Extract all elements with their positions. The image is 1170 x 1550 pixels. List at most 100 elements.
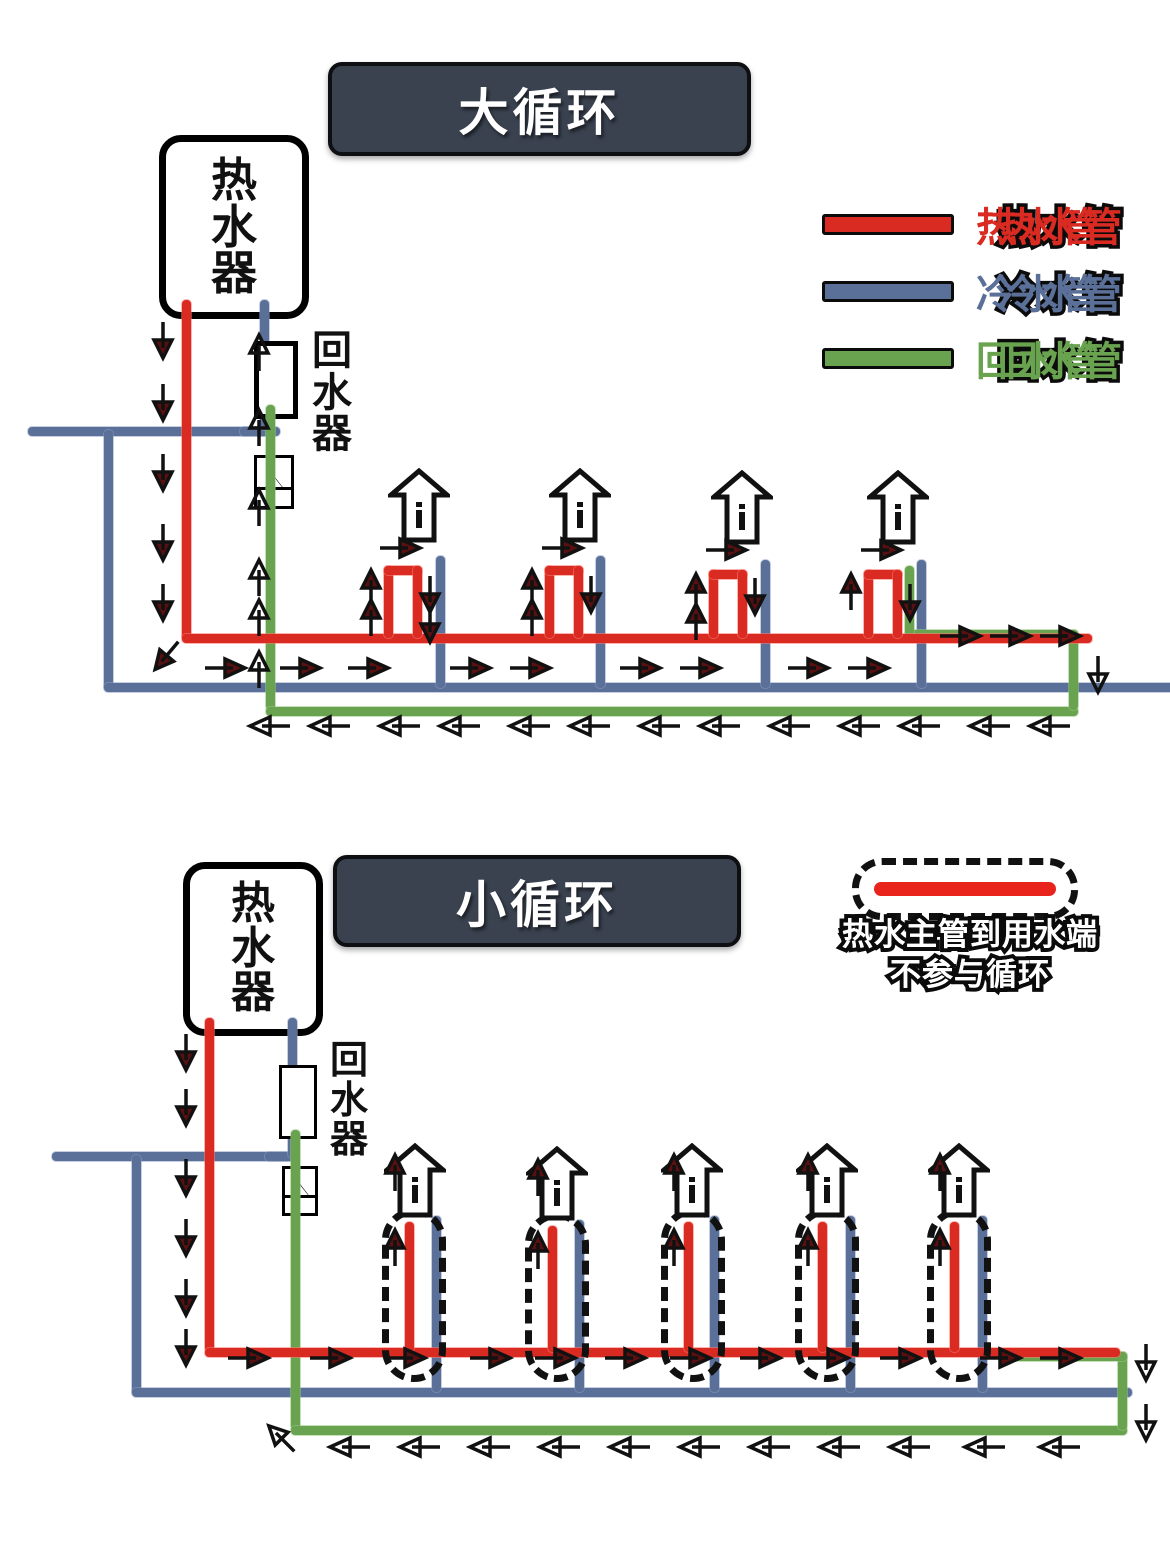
pump-char: 回 <box>312 327 352 374</box>
note-line2-stroke: 不参与循环 <box>886 954 1053 996</box>
hot-riser-down-fixture-3-large <box>738 570 747 638</box>
cold-pipe-branch-to-pump-small <box>265 1152 299 1161</box>
heater-char: 热 <box>211 152 257 207</box>
cold-pipe-drop-left-small <box>132 1155 141 1395</box>
return-pump-label-small: 回 水 器 <box>330 1040 368 1159</box>
water-outlet-fixture-2-small <box>526 1146 588 1222</box>
hot-top-fixture-2-large <box>545 566 583 575</box>
return-pipe-bottom-small <box>291 1426 1127 1435</box>
no-circulation-outline-3 <box>661 1208 725 1382</box>
return-pump-box-small <box>279 1065 317 1139</box>
cold-riser-fixture-1-small <box>432 1216 441 1392</box>
hot-pipe-inner-line <box>873 882 1057 896</box>
water-outlet-fixture-4-small <box>796 1143 858 1219</box>
no-circulation-outline-2 <box>525 1212 589 1382</box>
hot-riser-fixture-2-small <box>548 1226 557 1352</box>
return-pipe-vertical-large <box>266 405 275 710</box>
legend-label-hot-stroke: 热水管 <box>995 202 1126 255</box>
return-pipe-right-small <box>1118 1352 1127 1430</box>
hot-pipe-main-large <box>182 634 1092 643</box>
legend-label-cold-stroke: 冷水管 <box>995 269 1126 322</box>
hot-riser-fixture-3-small <box>684 1222 693 1352</box>
hot-riser-up-fixture-2-large <box>545 566 554 638</box>
cold-riser-fixture-4-large <box>917 560 926 688</box>
legend-label-return-stroke: 回水管 <box>995 336 1126 389</box>
title-text-small: 小循环 <box>456 876 618 934</box>
no-circulation-outline-1 <box>382 1208 446 1382</box>
hot-riser-down-fixture-2-large <box>574 566 583 638</box>
legend-label-return-fill: 回水管 <box>976 339 1102 385</box>
hot-riser-up-fixture-1-large <box>384 566 393 638</box>
hot-riser-down-fixture-4-large <box>893 570 902 638</box>
no-circulation-outline-4 <box>795 1208 859 1382</box>
pump-char: 器 <box>312 410 352 458</box>
water-outlet-fixture-3-large <box>711 470 773 546</box>
heater-char: 热 <box>231 877 275 929</box>
water-outlet-fixture-2-large <box>549 468 611 544</box>
water-outlet-fixture-4-large <box>867 470 929 546</box>
hot-riser-down-fixture-1-large <box>413 566 422 638</box>
hot-pipe-heater-drop-large <box>182 300 191 640</box>
water-heater-box-large: 热 水 器 <box>159 135 309 319</box>
legend-row-cold: 冷水管 冷水管 <box>822 262 1126 322</box>
water-heater-label-large: 热 水 器 <box>166 150 302 304</box>
hot-pipe-swatch <box>822 213 954 235</box>
note-line1-stroke: 热水主管到用水端 <box>838 914 1101 956</box>
hot-pipe-heater-drop-small <box>205 1018 214 1352</box>
cold-pipe-swatch <box>822 280 954 302</box>
return-pump-box-large <box>254 341 298 419</box>
water-heater-label-small: 热 水 器 <box>190 877 316 1021</box>
cold-riser-fixture-2-small <box>575 1220 584 1392</box>
pump-char: 水 <box>312 368 352 416</box>
water-outlet-fixture-5-small <box>928 1143 990 1219</box>
cold-pipe-main-bottom-small <box>132 1388 1132 1397</box>
cold-riser-fixture-5-small <box>978 1216 987 1392</box>
legend-label-hot-fill: 热水管 <box>976 205 1102 251</box>
return-pipe-swatch <box>822 347 954 369</box>
cold-pipe-inlet-large <box>28 427 268 436</box>
heater-char: 水 <box>211 199 257 254</box>
dashed-hot-pipe-swatch <box>852 858 1078 920</box>
water-outlet-fixture-1-large <box>388 468 450 544</box>
heater-char: 水 <box>231 922 275 974</box>
hot-top-fixture-3-large <box>709 570 747 579</box>
valve-triangle-inner <box>292 1185 308 1196</box>
title-banner-large: 大循环 <box>328 62 751 156</box>
hot-riser-fixture-1-small <box>405 1222 414 1352</box>
return-pump-label-large: 回 水 器 <box>312 330 352 455</box>
heater-char: 器 <box>231 967 275 1019</box>
hot-riser-up-fixture-3-large <box>709 570 718 638</box>
water-outlet-fixture-1-small <box>384 1143 446 1219</box>
cold-pipe-inlet-small <box>52 1152 294 1161</box>
pump-char: 器 <box>330 1116 369 1162</box>
check-valve-small <box>282 1166 318 1216</box>
pump-char: 水 <box>330 1076 369 1122</box>
title-banner-small: 小循环 <box>333 855 741 947</box>
legend-label-cold-fill: 冷水管 <box>976 272 1102 318</box>
cold-riser-fixture-4-small <box>846 1216 855 1392</box>
legend-label-return: 回水管 回水管 <box>976 329 1126 389</box>
cold-pipe-drop-left-large <box>104 430 113 690</box>
hot-top-fixture-1-large <box>384 566 422 575</box>
hot-riser-fixture-5-small <box>950 1222 959 1352</box>
cold-riser-fixture-3-large <box>761 560 770 688</box>
note-line1-fill: 热水主管到用水端 <box>842 917 1098 953</box>
note-line2-fill: 不参与循环 <box>890 957 1050 993</box>
return-pipe-right-riser-large <box>1069 630 1078 710</box>
legend-row-return: 回水管 回水管 <box>822 329 1126 389</box>
return-pipe-last-fixture-large <box>905 566 914 636</box>
legend-label-cold: 冷水管 冷水管 <box>976 262 1126 322</box>
hot-top-fixture-4-large <box>864 570 902 579</box>
cold-riser-fixture-3-small <box>710 1216 719 1392</box>
water-heater-box-small: 热 水 器 <box>183 862 323 1036</box>
cold-pipe-main-bottom-large <box>104 683 1170 692</box>
title-text-large: 大循环 <box>458 84 621 142</box>
return-pipe-bottom-large <box>266 707 1078 716</box>
hot-riser-fixture-4-small <box>818 1222 827 1352</box>
return-pipe-vertical-small <box>291 1130 300 1430</box>
hot-riser-up-fixture-4-large <box>864 570 873 638</box>
legend-row-hot: 热水管 热水管 <box>822 195 1126 255</box>
legend-label-hot: 热水管 热水管 <box>976 195 1126 255</box>
no-circulation-outline-5 <box>927 1208 991 1382</box>
